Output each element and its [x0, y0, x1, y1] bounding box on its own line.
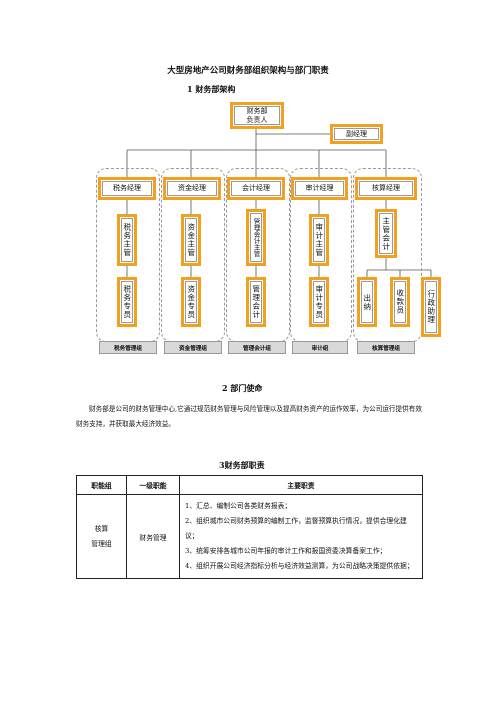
tax-manager-box: 税务经理 — [98, 177, 156, 200]
function-cell: 财务管理 — [126, 494, 180, 579]
management-accounting-group-label: 管理会计组 — [228, 341, 286, 354]
header-duties: 主要职责 — [179, 475, 423, 495]
duty-item: 1、汇总、编制公司各类财务报表； — [185, 502, 292, 510]
section-2-heading: 2 部门使命 — [222, 383, 263, 393]
fund-group-label: 资金管理组 — [164, 341, 222, 354]
duty-item: 2、组织城市公司财务预算的编制工作，监督预算执行情况，提供合理化建议； — [185, 517, 407, 540]
fund-manager-box: 资金经理 — [163, 177, 221, 200]
group-name-line: 管理组 — [91, 539, 112, 548]
admin-assistant-box: 行政助理 — [421, 277, 441, 337]
section-1-heading: 1 财务部架构 — [187, 84, 236, 94]
receiving-clerk-box: 收款员 — [390, 277, 410, 327]
duty-table: 职能组 一级职能 主要职责 核算管理组 财务管理 1、汇总、编制公司各类财务报表… — [76, 475, 423, 579]
management-accountant-box: 管理会计 — [246, 277, 266, 327]
mission-paragraph: 财务部是公司的财务管理中心,它通过规范财务管理与风险管理以及提高财务资产的运作效… — [76, 405, 422, 428]
header-function: 一级职能 — [126, 475, 180, 495]
tax-group-label: 税务管理组 — [99, 341, 157, 354]
header-group: 职能组 — [76, 475, 127, 495]
audit-group-label: 审计组 — [292, 341, 348, 354]
finance-head-box: 财务部 负责人 — [230, 102, 284, 129]
group-name-line: 核算 — [94, 524, 109, 533]
accounting-group-label: 核算管理组 — [357, 341, 415, 354]
fund-specialist-box: 资金专员 — [181, 277, 201, 327]
bookkeeping-manager-box: 核算经理 — [355, 177, 417, 200]
accounting-manager-box: 会计经理 — [227, 177, 285, 200]
management-accounting-supervisor-box: 管理会计主管 — [246, 209, 266, 266]
audit-specialist-box: 审计专员 — [309, 277, 329, 327]
fund-supervisor-box: 资金主管 — [181, 214, 201, 266]
duties-cell: 1、汇总、编制公司各类财务报表； 2、组织城市公司财务预算的编制工作，监督预算执… — [179, 494, 423, 579]
duty-item: 4、组织开展公司经济指标分析与经济效益测算，为公司战略决策提供依据； — [185, 562, 414, 570]
cashier-box: 出纳 — [357, 277, 377, 327]
deputy-manager-box: 副经理 — [330, 124, 383, 144]
duty-table-header: 职能组 一级职能 主要职责 — [76, 475, 423, 495]
audit-manager-box: 审计经理 — [291, 177, 348, 200]
audit-supervisor-box: 审计主管 — [309, 214, 329, 266]
tax-specialist-box: 税务专员 — [117, 277, 137, 327]
duty-item: 3、统筹安排各城市公司年报的审计工作和报国资委决算备案工作； — [185, 547, 387, 555]
group-cell: 核算管理组 — [76, 494, 127, 579]
document-title: 大型房地产公司财务部组织架构与部门职责 — [167, 66, 329, 76]
tax-supervisor-box: 税务主管 — [117, 214, 137, 266]
section-3-heading: 3财务部职责 — [219, 460, 265, 470]
chief-accountant-box: 主管会计 — [375, 209, 397, 258]
group-name: 核算管理组 — [79, 522, 124, 552]
table-row: 核算管理组 财务管理 1、汇总、编制公司各类财务报表； 2、组织城市公司财务预算… — [76, 494, 423, 579]
